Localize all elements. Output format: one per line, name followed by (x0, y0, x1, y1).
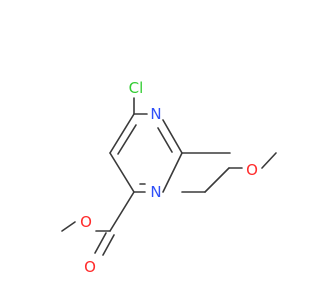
bond-n3-c2 (162, 152, 183, 193)
bond-c6-c5-inner (117, 124, 137, 155)
bond-chain2-chain3 (204, 167, 230, 193)
oxygen-label-ether: O (246, 161, 258, 179)
nitrogen-label-upper: N (150, 105, 161, 123)
molecule-diagram: Cl N N O O O (61, 79, 277, 276)
bond-oester-methyl (61, 221, 76, 232)
bond-oether-methyl (261, 152, 277, 169)
bond-c6-c5 (109, 113, 135, 154)
bond-c2-n1-inner (157, 127, 173, 153)
bond-ccarbonyl-ocarbonyl-2 (102, 234, 115, 256)
oxygen-label-ester: O (80, 213, 92, 231)
nitrogen-label-lower: N (150, 183, 161, 201)
bond-c2-n1 (162, 119, 183, 154)
bond-c4-ccarbonyl (109, 191, 135, 232)
bond-ccarbonyl-ocarbonyl (94, 232, 107, 254)
bond-c5-c4 (109, 152, 135, 193)
structure-drawing: Cl N N O O O (61, 79, 277, 276)
oxygen-label-carbonyl: O (84, 258, 96, 276)
chlorine-label: Cl (129, 79, 144, 97)
